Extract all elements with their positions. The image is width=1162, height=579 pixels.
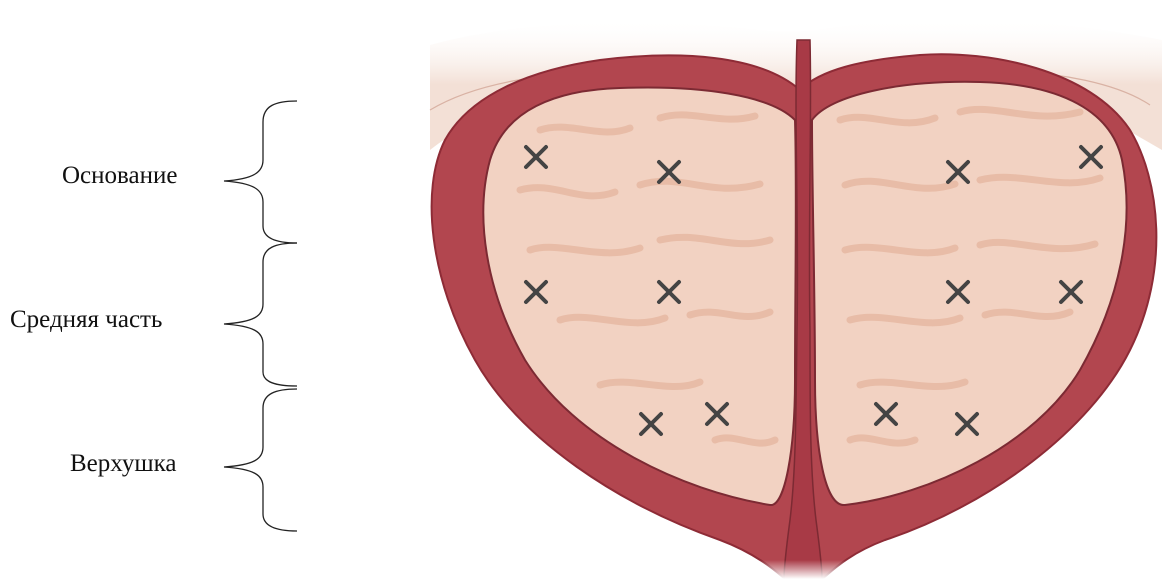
bottom-fade: [430, 560, 1162, 579]
brace-apex: [224, 389, 297, 531]
brace-base: [224, 101, 297, 243]
right-lobe: [812, 82, 1127, 505]
brace-middle: [224, 243, 297, 386]
